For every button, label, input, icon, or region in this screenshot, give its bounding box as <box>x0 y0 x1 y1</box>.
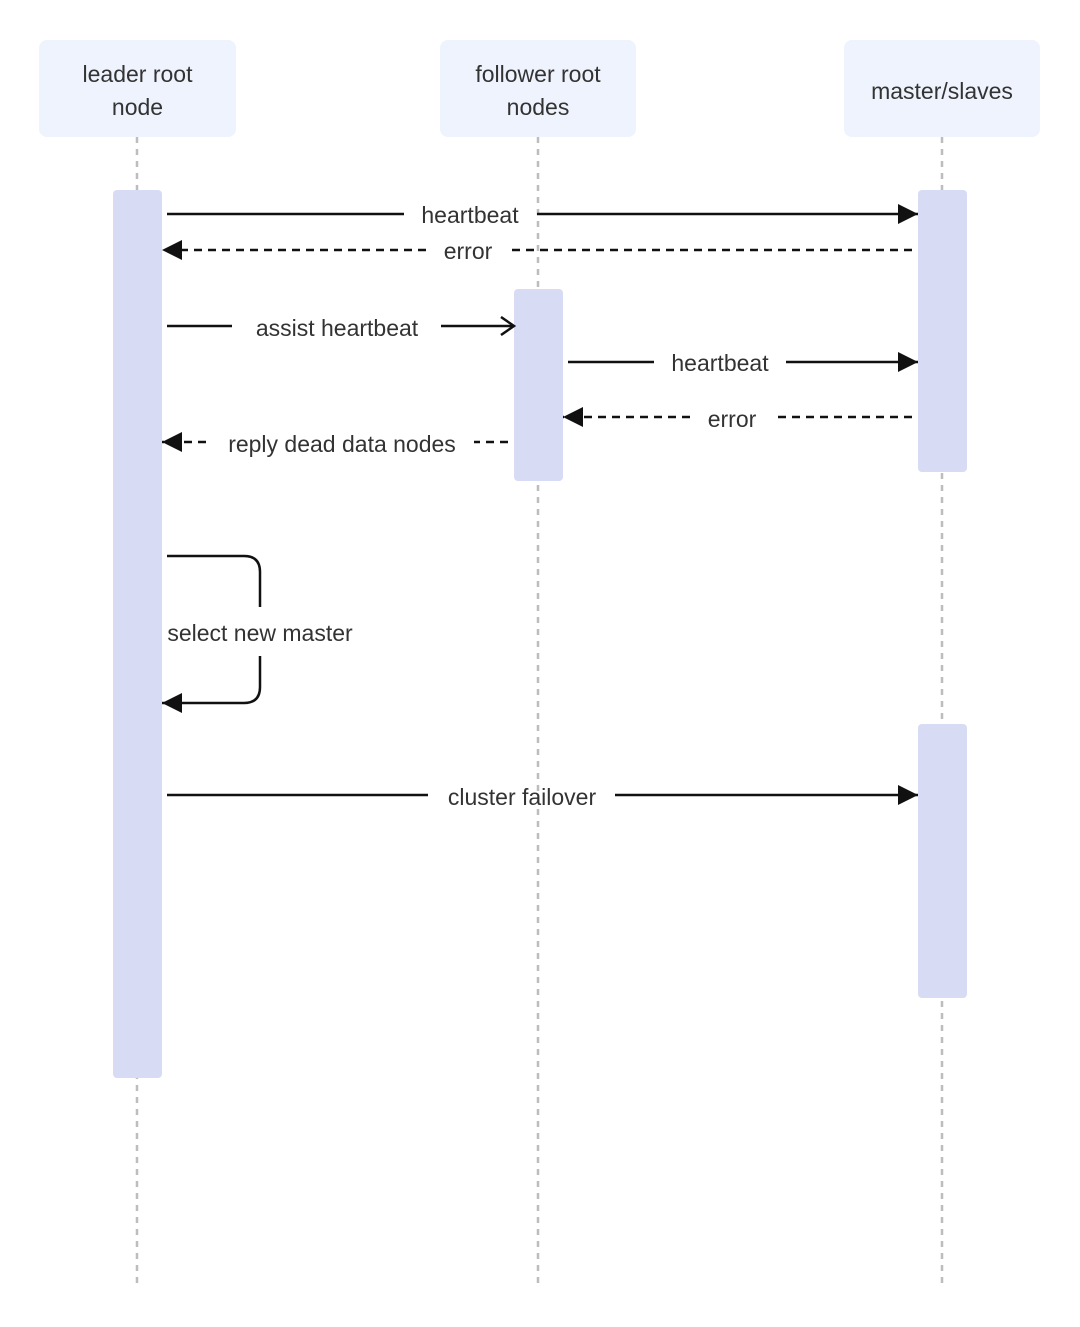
participant-leader-line-2: node <box>112 94 163 120</box>
message-error-master-to-follower: error <box>563 406 912 432</box>
participant-follower-line-1: follower root <box>475 61 601 87</box>
participant-master: master/slaves <box>844 40 1040 137</box>
message-label: select new master <box>167 620 353 646</box>
message-select-new-master: select new master <box>162 554 353 713</box>
activation-master-1 <box>918 190 967 472</box>
message-label: error <box>708 406 757 432</box>
participant-master-line-1: master/slaves <box>871 78 1013 104</box>
message-label: assist heartbeat <box>256 315 419 341</box>
activation-follower <box>514 289 563 481</box>
message-label: cluster failover <box>448 784 597 810</box>
activation-master-2 <box>918 724 967 998</box>
message-reply-dead-data-nodes: reply dead data nodes <box>162 431 508 457</box>
participant-follower: follower root nodes <box>440 40 636 137</box>
message-label: heartbeat <box>421 202 519 228</box>
message-cluster-failover: cluster failover <box>167 784 918 810</box>
participant-follower-line-2: nodes <box>507 94 570 120</box>
message-error-master-to-leader: error <box>162 238 912 264</box>
message-assist-heartbeat-leader-to-follower: assist heartbeat <box>167 315 514 341</box>
message-heartbeat-follower-to-master: heartbeat <box>568 350 918 376</box>
participant-leader: leader root node <box>39 40 236 137</box>
participant-leader-line-1: leader root <box>83 61 194 87</box>
self-loop-upper <box>167 554 262 607</box>
message-label: reply dead data nodes <box>228 431 456 457</box>
message-label: heartbeat <box>671 350 769 376</box>
message-heartbeat-leader-to-master: heartbeat <box>167 202 918 228</box>
activation-leader <box>113 190 162 1078</box>
message-label: error <box>444 238 493 264</box>
self-loop-lower <box>162 656 262 713</box>
